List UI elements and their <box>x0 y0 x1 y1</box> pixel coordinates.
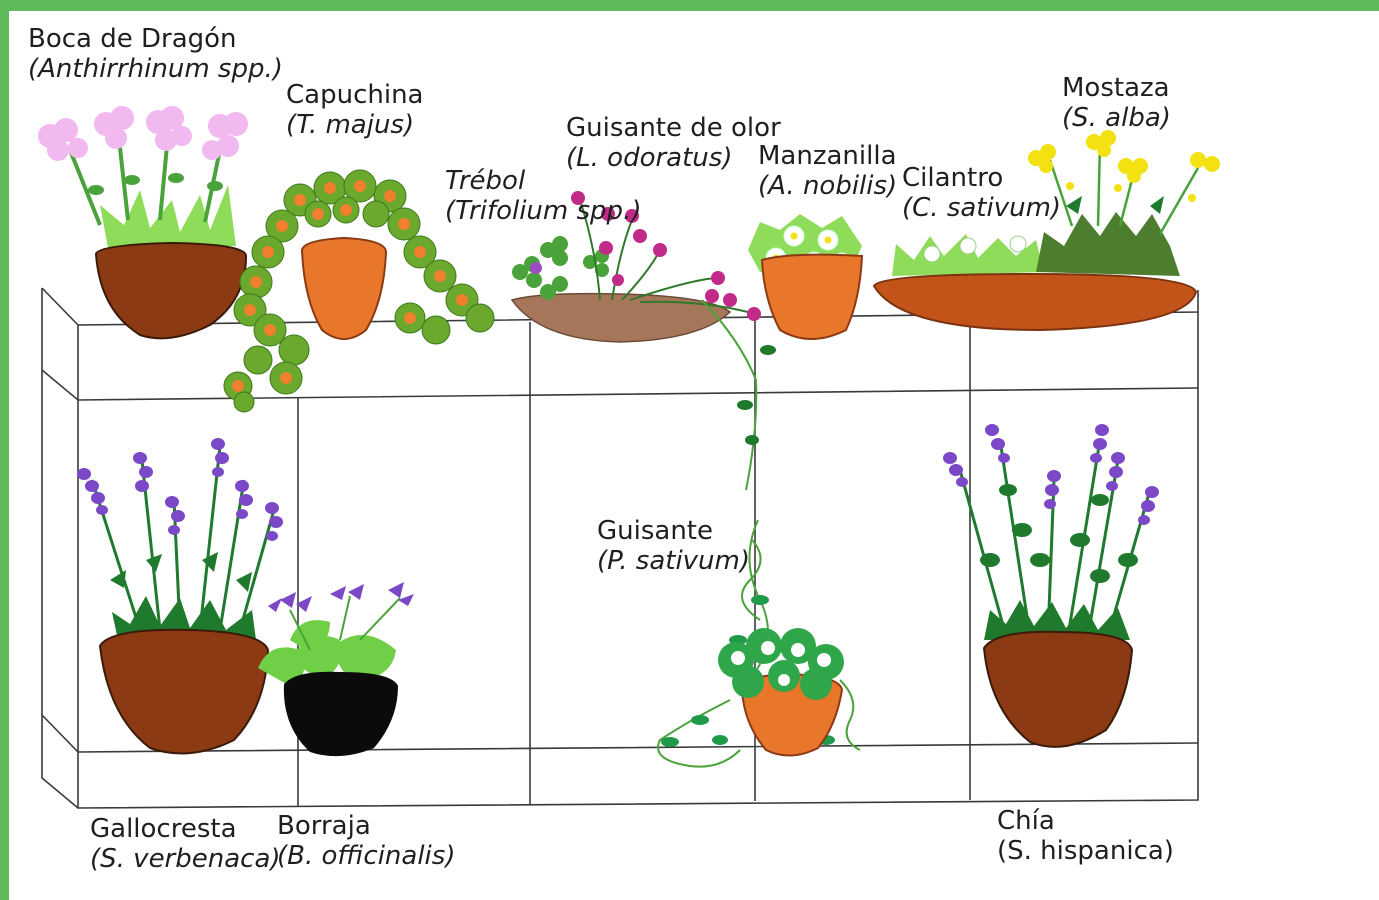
common-name: Guisante de olor <box>566 113 781 143</box>
scientific-name: (S. alba) <box>1062 103 1171 133</box>
snapdragon-pot <box>94 241 248 340</box>
label-guisante-de-olor: Guisante de olor (L. odoratus) <box>566 113 781 173</box>
label-mostaza: Mostaza (S. alba) <box>1062 73 1171 133</box>
label-trebol: Trébol (Trifolium spp.) <box>445 166 641 226</box>
label-gallocresta: Gallocresta (S. verbenaca) <box>90 814 281 874</box>
label-cilantro: Cilantro (C. sativum) <box>902 163 1061 223</box>
scientific-name: (P. sativum) <box>597 546 751 576</box>
borage-plant <box>258 582 414 757</box>
scientific-name: (A. nobilis) <box>758 171 898 201</box>
chia-plant <box>943 424 1159 748</box>
common-name: Trébol <box>445 166 526 196</box>
clary-sage-plant <box>77 438 283 755</box>
chia-pot <box>982 630 1134 748</box>
label-chia: Chía (S. hispanica) <box>997 806 1174 866</box>
cilantro-mustard-plants <box>872 130 1220 332</box>
label-guisante: Guisante (P. sativum) <box>597 516 750 576</box>
scientific-name: (Trifolium spp.) <box>445 196 642 226</box>
scientific-name: (C. sativum) <box>902 193 1062 223</box>
nasturtium-plant <box>223 169 495 413</box>
scientific-name: (S. hispanica) <box>997 836 1174 866</box>
common-name: Boca de Dragón <box>28 24 237 54</box>
common-name: Gallocresta <box>90 814 237 844</box>
common-name: Manzanilla <box>758 141 897 171</box>
clover-plant <box>510 191 776 491</box>
nasturtium-pot <box>300 236 388 340</box>
pea-plant <box>657 519 861 768</box>
cilantro-mustard-pot <box>872 272 1198 332</box>
common-name: Borraja <box>277 811 371 841</box>
label-borraja: Borraja (B. officinalis) <box>277 811 455 871</box>
common-name: Cilantro <box>902 163 1004 193</box>
label-capuchina: Capuchina (T. majus) <box>286 80 423 140</box>
chamomile-pot <box>760 253 864 340</box>
common-name: Capuchina <box>286 80 424 110</box>
common-name: Mostaza <box>1062 73 1170 103</box>
label-manzanilla: Manzanilla (A. nobilis) <box>758 141 897 201</box>
scientific-name: (L. odoratus) <box>566 143 733 173</box>
label-boca-de-dragon: Boca de Dragón (Anthirrhinum spp.) <box>28 24 283 84</box>
borage-pot <box>283 671 398 757</box>
chamomile-plant <box>748 214 864 340</box>
green-frame-left <box>0 0 9 900</box>
green-frame-top <box>0 0 1379 11</box>
scientific-name: (Anthirrhinum spp.) <box>28 54 283 84</box>
clover-pot <box>510 292 732 343</box>
scientific-name: (B. officinalis) <box>277 841 456 871</box>
common-name: Guisante <box>597 516 713 546</box>
scientific-name: (S. verbenaca) <box>90 844 281 874</box>
clary-sage-pot <box>98 628 270 755</box>
scientific-name: (T. majus) <box>286 110 415 140</box>
snapdragon-plant <box>38 106 248 340</box>
common-name: Chía <box>997 806 1055 836</box>
